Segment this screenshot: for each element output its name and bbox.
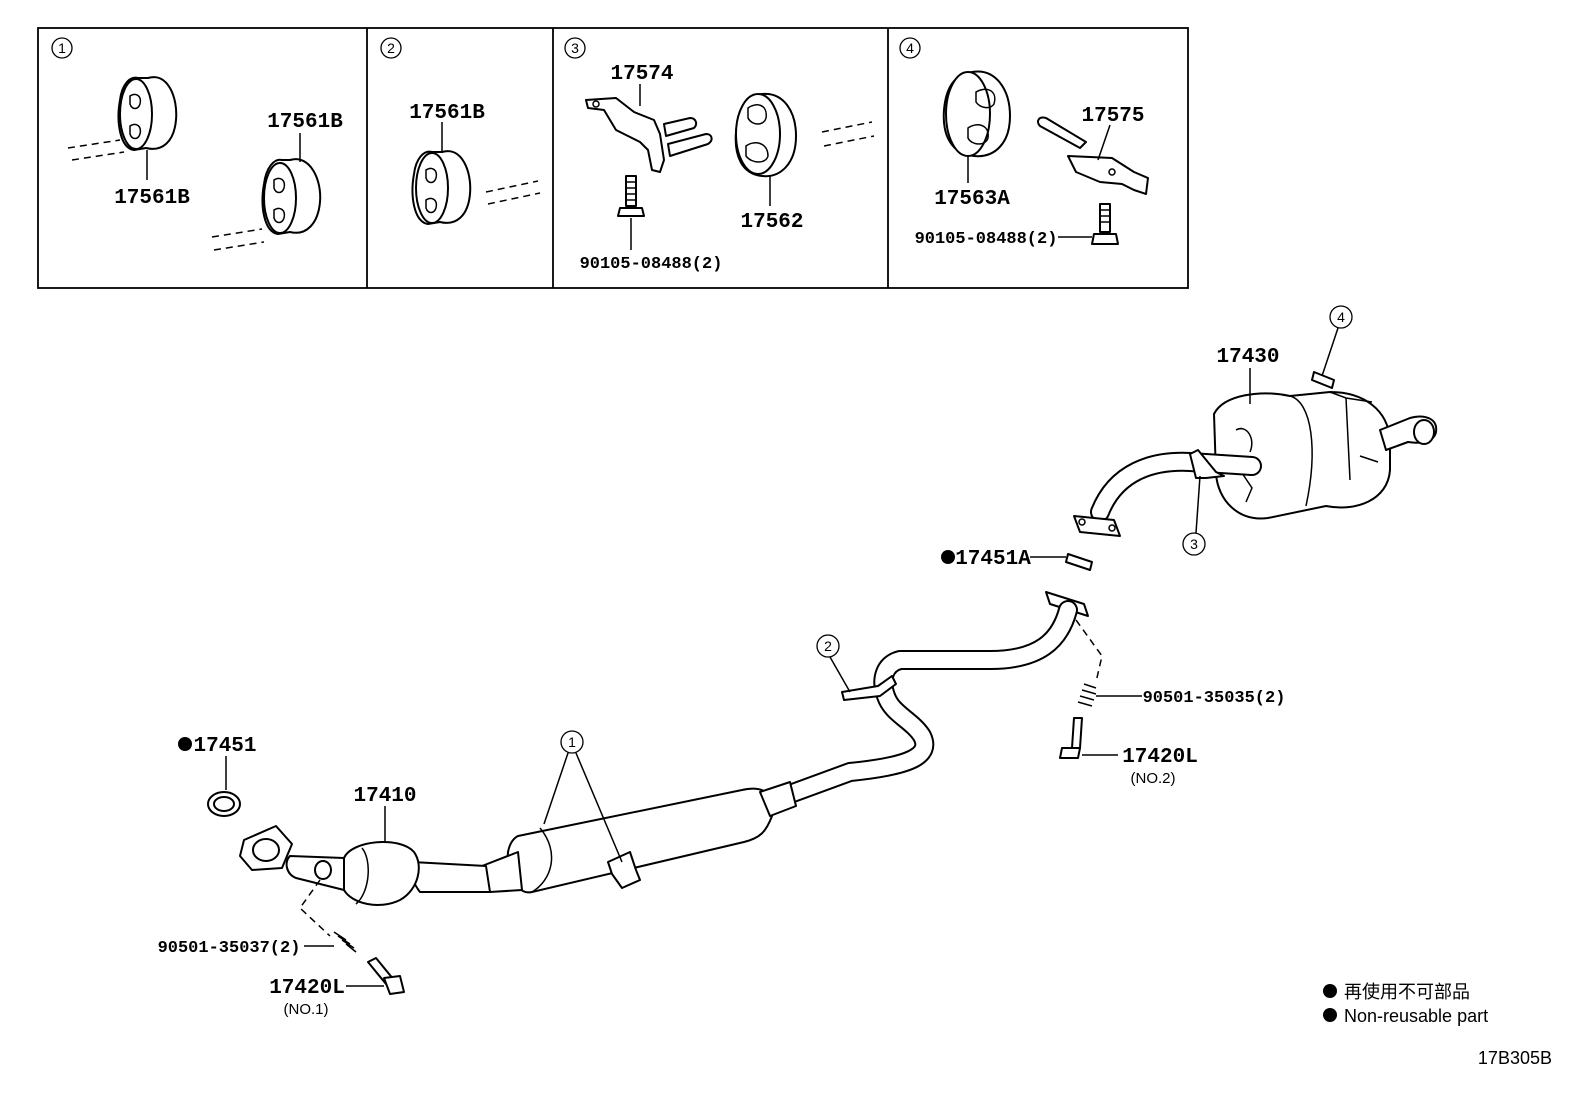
- legend-jp: 再使用不可部品: [1344, 982, 1470, 1002]
- svg-text:2: 2: [824, 638, 832, 654]
- note-no2: (NO.2): [1131, 770, 1176, 787]
- svg-text:1: 1: [58, 40, 66, 56]
- svg-text:3: 3: [571, 40, 579, 56]
- label-17451: 17451: [193, 735, 256, 758]
- inset-4-number[interactable]: 4: [899, 37, 921, 59]
- bracket-17574[interactable]: [585, 97, 713, 173]
- label-90105-08488-b: 90105-08488(2): [915, 230, 1058, 249]
- bolt-90105-08488-b[interactable]: [1091, 203, 1119, 245]
- callout-3[interactable]: 3: [1182, 532, 1206, 556]
- rod-dashed-4: [821, 121, 875, 147]
- label-17561b-c: 17561B: [409, 102, 485, 125]
- label-17562: 17562: [740, 211, 803, 234]
- svg-text:3: 3: [1190, 536, 1198, 552]
- bolt-90105-08488-a[interactable]: [617, 175, 645, 217]
- callout-4[interactable]: 4: [1329, 305, 1353, 329]
- non-reusable-mark-17451a: [941, 550, 955, 564]
- label-17563a: 17563A: [934, 188, 1010, 211]
- rubber-mount-17562[interactable]: [734, 92, 797, 178]
- label-90501-35037: 90501-35037(2): [158, 939, 301, 958]
- note-no1: (NO.1): [284, 1001, 329, 1018]
- svg-text:2: 2: [387, 40, 395, 56]
- inset-frame: [37, 27, 1189, 289]
- rubber-mount-17561b-2[interactable]: [261, 158, 322, 235]
- svg-text:1: 1: [568, 734, 576, 750]
- gasket-17451[interactable]: [207, 791, 241, 817]
- label-90105-08488-a: 90105-08488(2): [580, 255, 723, 274]
- callout-2[interactable]: 2: [816, 634, 840, 658]
- rubber-mount-17561b[interactable]: [117, 76, 178, 151]
- spring-90501-35035[interactable]: [1077, 683, 1097, 707]
- non-reusable-mark-17451: [178, 737, 192, 751]
- legend: 再使用不可部品 Non-reusable part: [1323, 982, 1488, 1026]
- bracket-17575[interactable]: [1037, 116, 1149, 195]
- rod-dashed: [67, 139, 125, 161]
- figure-id: 17B305B: [1478, 1048, 1552, 1068]
- legend-bullet-icon-2: [1323, 1008, 1337, 1022]
- label-17430: 17430: [1216, 346, 1279, 369]
- inset-3: 3 17574 90105-08488(2) 17562: [564, 37, 875, 274]
- muffler-17430[interactable]: [1073, 371, 1438, 537]
- rubber-mount-17561b-3[interactable]: [411, 150, 472, 225]
- bolt-17420l-no1[interactable]: [367, 957, 405, 995]
- label-17420l-no2: 17420L: [1122, 746, 1198, 769]
- label-17574: 17574: [610, 63, 673, 86]
- rubber-mount-17563a[interactable]: [942, 70, 1011, 158]
- front-pipe-17410[interactable]: [239, 591, 1089, 906]
- legend-bullet-icon: [1323, 984, 1337, 998]
- callout-1[interactable]: 1: [560, 730, 584, 754]
- inset-4: 4 17563A 17575 90105-08488(2): [899, 37, 1149, 249]
- inset-3-number[interactable]: 3: [564, 37, 586, 59]
- svg-text:4: 4: [906, 40, 914, 56]
- bolt-17420l-no2[interactable]: [1059, 717, 1083, 759]
- rod-dashed-2: [211, 228, 265, 251]
- label-17561b-b: 17561B: [267, 111, 343, 134]
- label-90501-35035: 90501-35035(2): [1143, 689, 1286, 708]
- label-17420l-no1: 17420L: [269, 977, 345, 1000]
- label-17451a: 17451A: [955, 548, 1031, 571]
- inset-2-number[interactable]: 2: [380, 37, 402, 59]
- inset-1-number[interactable]: 1: [51, 37, 73, 59]
- svg-text:4: 4: [1337, 309, 1345, 325]
- inset-panels: [37, 27, 1189, 289]
- label-17410: 17410: [353, 785, 416, 808]
- label-17561b-a: 17561B: [114, 187, 190, 210]
- inset-1: 1 17561B 17561B: [51, 37, 343, 251]
- legend-en: Non-reusable part: [1344, 1006, 1488, 1026]
- gasket-17451a[interactable]: [1065, 553, 1093, 571]
- spring-90501-35037[interactable]: [333, 931, 357, 953]
- label-17575: 17575: [1081, 105, 1144, 128]
- rod-dashed-3: [485, 180, 541, 205]
- inset-2: 2 17561B: [380, 37, 541, 225]
